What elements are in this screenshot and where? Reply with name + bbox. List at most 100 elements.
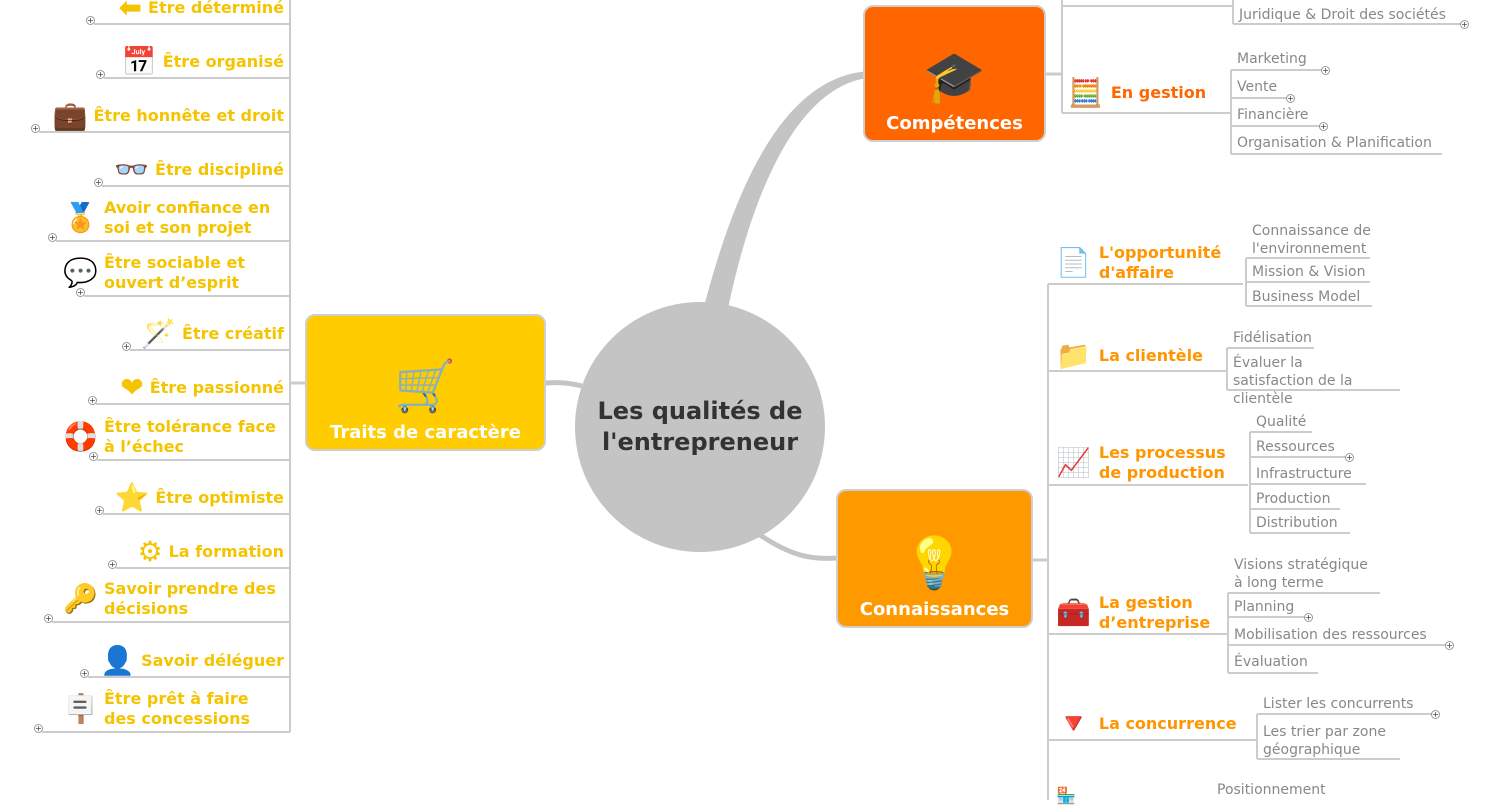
central-topic[interactable]: Les qualités de l'entrepreneur: [575, 302, 825, 552]
trait-label: Être passionné: [149, 378, 284, 397]
sub-topic[interactable]: Évaluation: [1234, 653, 1308, 671]
expand-toggle[interactable]: +: [1460, 20, 1469, 29]
trait-item[interactable]: 👤Savoir déléguer: [100, 644, 284, 677]
sub-label: Ressources: [1256, 439, 1335, 455]
trait-item[interactable]: 💬Être sociable et ouvert d’esprit: [63, 252, 284, 294]
sub-topic[interactable]: Les trier par zone géographique: [1263, 723, 1413, 759]
section-label: La concurrence: [1098, 714, 1237, 733]
trait-item[interactable]: 📅 Être organisé: [121, 45, 284, 78]
trait-item[interactable]: 👓Être discipliné: [114, 155, 284, 185]
expand-toggle[interactable]: +: [76, 288, 85, 297]
expand-toggle[interactable]: +: [1286, 94, 1295, 103]
trait-item[interactable]: 🛟Être tolérance face à l’échec: [63, 416, 284, 458]
sub-label: Les trier par zone géographique: [1263, 724, 1386, 758]
expand-toggle[interactable]: +: [34, 724, 43, 733]
expand-toggle[interactable]: +: [80, 669, 89, 678]
section-label: La clientèle: [1098, 346, 1203, 365]
sub-label: Mobilisation des ressources: [1234, 627, 1427, 643]
sub-topic[interactable]: Visions stratégique à long terme: [1234, 556, 1379, 592]
knowledge-section[interactable]: 📁 La clientèle: [1056, 341, 1203, 371]
expand-toggle[interactable]: +: [96, 70, 105, 79]
calendar-icon: 📅: [121, 45, 157, 78]
trait-item[interactable]: ❤Être passionné: [120, 373, 284, 403]
trait-item[interactable]: ⭐Être optimiste: [114, 483, 284, 513]
knowledge-section[interactable]: 📈Les processus de production: [1056, 443, 1249, 483]
expand-toggle[interactable]: +: [1345, 453, 1354, 462]
sub-label: Production: [1256, 491, 1331, 507]
expand-toggle[interactable]: +: [88, 396, 97, 405]
sub-topic[interactable]: Business Model: [1252, 288, 1360, 306]
partial-section-icon: 🏪: [1056, 786, 1076, 805]
sub-topic[interactable]: Organisation & Planification: [1237, 134, 1432, 152]
sub-topic[interactable]: Marketing: [1237, 50, 1307, 68]
expand-toggle[interactable]: +: [1431, 710, 1440, 719]
trait-label: Être sociable et ouvert d’esprit: [104, 253, 246, 292]
sub-topic[interactable]: Fidélisation: [1233, 329, 1312, 347]
sub-topic[interactable]: Connaissance de l'environnement: [1252, 222, 1402, 258]
sub-label: Positionnement: [1217, 782, 1326, 798]
trait-item[interactable]: 🏅Avoir confiance en soi et son projet: [63, 197, 284, 239]
graduation-cap-icon: 🎓: [923, 48, 986, 106]
knowledge-section[interactable]: 🔻La concurrence: [1056, 709, 1237, 739]
expand-toggle[interactable]: +: [94, 178, 103, 187]
sub-topic[interactable]: Qualité: [1256, 413, 1306, 431]
trait-item[interactable]: 🔑Savoir prendre des décisions: [63, 578, 284, 620]
sub-label: Distribution: [1256, 515, 1338, 531]
sub-label: Marketing: [1237, 51, 1307, 67]
expand-toggle[interactable]: +: [108, 560, 117, 569]
sub-topic[interactable]: Évaluer la satisfaction de la clientèle: [1233, 354, 1383, 408]
sub-topic[interactable]: Mobilisation des ressources: [1234, 626, 1427, 644]
monitor-chart-icon: 📈: [1056, 446, 1091, 479]
trait-label: Être optimiste: [155, 488, 284, 507]
sub-topic[interactable]: Planning: [1234, 598, 1294, 616]
sub-label: Planning: [1234, 599, 1295, 615]
sub-topic[interactable]: Juridique & Droit des sociétés: [1239, 6, 1446, 24]
expand-toggle[interactable]: +: [1304, 613, 1313, 622]
connaissances-node[interactable]: 💡 Connaissances: [836, 489, 1033, 628]
expand-toggle[interactable]: +: [122, 342, 131, 351]
calculator-icon: 🧮: [1068, 76, 1103, 109]
sub-topic[interactable]: Infrastructure: [1256, 465, 1352, 483]
competences-node[interactable]: 🎓 Compétences: [863, 5, 1046, 142]
expand-toggle[interactable]: +: [1445, 641, 1454, 650]
expand-toggle[interactable]: +: [95, 506, 104, 515]
section-en-gestion[interactable]: 🧮En gestion: [1068, 78, 1206, 108]
sub-topic[interactable]: Vente: [1237, 78, 1277, 96]
trait-item[interactable]: ⬅Être déterminé: [119, 0, 284, 23]
sub-topic[interactable]: Distribution: [1256, 514, 1338, 532]
connaissances-label: Connaissances: [859, 599, 1010, 620]
sub-topic[interactable]: Mission & Vision: [1252, 263, 1365, 281]
sub-label: Financière: [1237, 107, 1309, 123]
expand-toggle[interactable]: +: [1321, 66, 1330, 75]
expand-toggle[interactable]: +: [31, 124, 40, 133]
expand-toggle[interactable]: +: [48, 233, 57, 242]
knowledge-section[interactable]: 🧰La gestion d’entreprise: [1056, 593, 1249, 633]
trait-label: Être organisé: [162, 52, 284, 71]
trait-item[interactable]: ⚙La formation: [138, 537, 285, 567]
trait-label: Être prêt à faire des concessions: [104, 689, 251, 728]
sub-topic[interactable]: Lister les concurrents: [1263, 695, 1413, 713]
folder-user-icon: 📁: [1056, 339, 1091, 372]
sub-topic[interactable]: Positionnement: [1217, 781, 1326, 799]
traits-node[interactable]: 🛒 Traits de caractère: [305, 314, 546, 451]
person-icon: 👤: [100, 644, 136, 677]
trait-item[interactable]: 🪧Être prêt à faire des concessions: [63, 688, 284, 730]
expand-toggle[interactable]: +: [44, 614, 53, 623]
toolbox-icon: 🧰: [1056, 596, 1091, 629]
expand-toggle[interactable]: +: [86, 16, 95, 25]
knowledge-section[interactable]: 📄L'opportunité d'affaire: [1056, 243, 1249, 283]
sub-topic[interactable]: Financière: [1237, 106, 1309, 124]
branch-traits: [544, 380, 583, 389]
trait-item[interactable]: 💼Être honnête et droit: [53, 101, 284, 131]
sub-label: Visions stratégique à long terme: [1234, 557, 1368, 591]
central-topic-label: Les qualités de l'entrepreneur: [597, 397, 803, 456]
section-label: Les processus de production: [1098, 443, 1226, 482]
sub-topic[interactable]: Ressources: [1256, 438, 1335, 456]
expand-toggle[interactable]: +: [1319, 122, 1328, 131]
expand-toggle[interactable]: +: [89, 452, 98, 461]
trait-item[interactable]: 🪄Être créatif: [141, 319, 284, 349]
sub-label: Qualité: [1256, 414, 1307, 430]
sub-label: Infrastructure: [1256, 466, 1352, 482]
sub-topic[interactable]: Production: [1256, 490, 1330, 508]
trait-label: Savoir prendre des décisions: [104, 579, 276, 618]
